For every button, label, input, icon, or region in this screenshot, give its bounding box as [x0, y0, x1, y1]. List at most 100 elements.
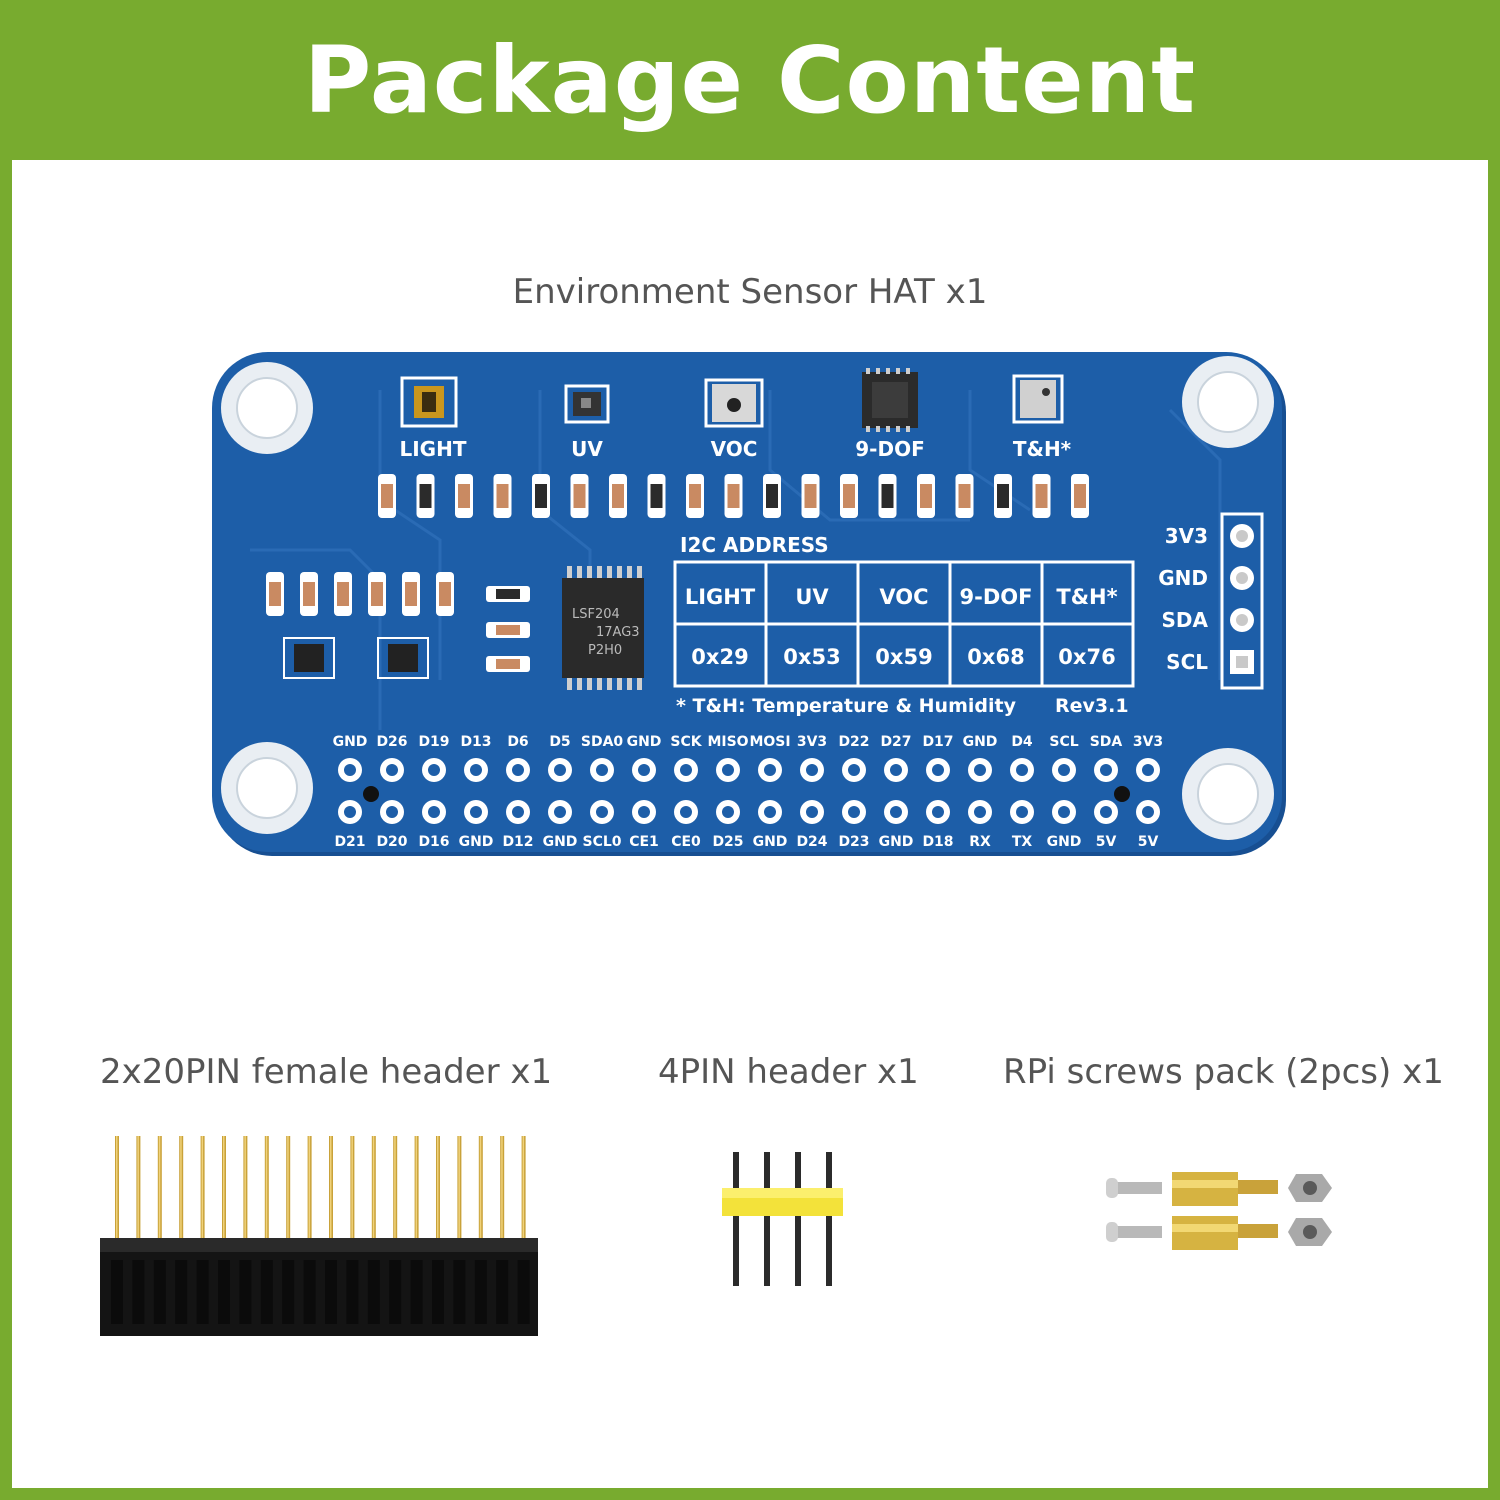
gpio-pin-label-bottom: CE1 — [629, 834, 659, 850]
i2c-header-9dof: 9-DOF — [960, 585, 1033, 609]
gpio-pin-label-top: SDA0 — [581, 734, 624, 750]
uv-sensor-chip — [564, 384, 610, 424]
sensor-label-uv: UV — [571, 437, 603, 461]
gpio-pin-label-bottom: CE0 — [671, 834, 701, 850]
gpio-pin-label-bottom: GND — [753, 834, 788, 850]
gpio-pin-label-bottom: 5V — [1096, 834, 1117, 850]
title-banner: Package Content — [0, 0, 1500, 160]
chip-text-line3: P2H0 — [588, 643, 622, 658]
gpio-pin-label-top: GND — [333, 734, 368, 750]
item-caption-sensor-hat: Environment Sensor HAT x1 — [512, 272, 988, 312]
th-sensor-chip — [1012, 374, 1064, 424]
gpio-pin-label-top: D17 — [922, 734, 953, 750]
screw-2 — [1106, 1222, 1162, 1242]
i2c-address-th: 0x76 — [1058, 645, 1115, 669]
small-resistors — [486, 586, 530, 672]
gpio-pin-label-bottom: RX — [969, 834, 991, 850]
resistor-row — [378, 474, 1089, 518]
gpio-pin-label-bottom: 5V — [1138, 834, 1159, 850]
gpio-pin-label-bottom: D18 — [922, 834, 953, 850]
i2c-address-uv: 0x53 — [783, 645, 840, 669]
gpio-header-holes — [338, 758, 1160, 824]
gpio-pin-label-top: MISO — [707, 734, 748, 750]
gpio-pin-label-bottom: GND — [543, 834, 578, 850]
gpio-pin-label-top: SCK — [670, 734, 702, 750]
mounting-holes — [221, 356, 1274, 840]
board-revision: Rev3.1 — [1055, 695, 1129, 717]
voc-sensor-chip — [704, 378, 764, 428]
i2c-address-table: LIGHT UV VOC 9-DOF T&H* 0x29 0x53 0x59 0… — [673, 560, 1135, 688]
gpio-pin-label-top: D4 — [1011, 734, 1033, 750]
gpio-pin-label-top: D19 — [418, 734, 449, 750]
left-resistor-bank — [266, 572, 454, 616]
gpio-pin-label-top: 3V3 — [797, 734, 827, 750]
side-pin-connector — [1220, 512, 1264, 690]
i2c-address-9dof: 0x68 — [967, 645, 1024, 669]
gpio-pin-label-bottom: GND — [1047, 834, 1082, 850]
gpio-pin-label-top: 3V3 — [1133, 734, 1163, 750]
i2c-header-voc: VOC — [879, 585, 928, 609]
gpio-pin-label-bottom: TX — [1012, 834, 1033, 850]
gpio-pin-label-top: D27 — [880, 734, 911, 750]
i2c-address-title: I2C ADDRESS — [680, 533, 829, 557]
standoff-2 — [1172, 1216, 1278, 1250]
gpio-pin-label-bottom: D25 — [712, 834, 743, 850]
sensor-label-voc: VOC — [711, 437, 758, 461]
side-pin-label-3v3: 3V3 — [1165, 524, 1208, 548]
item-caption-screws-pack: RPi screws pack (2pcs) x1 — [1003, 1052, 1444, 1092]
gpio-pin-label-bottom: D23 — [838, 834, 869, 850]
gpio-pin-label-bottom: D21 — [334, 834, 365, 850]
gpio-pin-label-bottom: D12 — [502, 834, 533, 850]
gpio-pin-label-top: D6 — [507, 734, 528, 750]
gpio-pin-label-bottom: D24 — [796, 834, 827, 850]
gpio-pin-label-bottom: D16 — [418, 834, 449, 850]
i2c-header-uv: UV — [795, 585, 829, 609]
gpio-pin-label-top: MOSI — [749, 734, 790, 750]
9dof-sensor-chip — [862, 368, 918, 432]
chip-text-line1: LSF204 — [572, 607, 620, 622]
gpio-pin-label-bottom: D20 — [376, 834, 407, 850]
gpio-pin-label-top: SDA — [1090, 734, 1123, 750]
gpio-pin-label-top: D13 — [460, 734, 491, 750]
sensor-label-9dof: 9-DOF — [855, 437, 924, 461]
gpio-pin-label-top: D22 — [838, 734, 869, 750]
gpio-pin-label-top: GND — [627, 734, 662, 750]
screw-1 — [1106, 1178, 1162, 1198]
gpio-pin-label-top: GND — [963, 734, 998, 750]
screws-pack — [1106, 1172, 1332, 1250]
gpio-pin-label-bottom: GND — [879, 834, 914, 850]
chip-text-line2: 17AG3 — [596, 625, 640, 640]
light-sensor-chip — [400, 376, 458, 428]
side-pin-label-gnd: GND — [1158, 566, 1208, 590]
female-header-2x20 — [100, 1136, 538, 1336]
i2c-header-th: T&H* — [1056, 585, 1117, 609]
alignment-dot-right — [1114, 786, 1130, 802]
i2c-header-light: LIGHT — [685, 585, 756, 609]
gpio-pin-label-bottom: SCL0 — [582, 834, 621, 850]
gpio-pin-label-top: SCL — [1049, 734, 1078, 750]
sensor-label-th: T&H* — [1013, 437, 1072, 461]
i2c-address-voc: 0x59 — [875, 645, 932, 669]
side-pin-label-scl: SCL — [1166, 650, 1208, 674]
standoff-1 — [1172, 1172, 1278, 1206]
side-pin-label-sda: SDA — [1162, 608, 1209, 632]
gpio-pin-label-top: D5 — [549, 734, 570, 750]
sensor-label-light: LIGHT — [400, 437, 467, 461]
gpio-pin-label-bottom: GND — [459, 834, 494, 850]
sensor-hat-board: LIGHT UV VOC 9-DOF T&H* LSF204 17AG3 P2H… — [212, 352, 1286, 856]
i2c-address-light: 0x29 — [691, 645, 748, 669]
transistor-1 — [283, 637, 335, 679]
transistor-2 — [377, 637, 429, 679]
item-caption-female-header: 2x20PIN female header x1 — [100, 1052, 553, 1092]
gpio-pin-label-top: D26 — [376, 734, 407, 750]
alignment-dot-left — [363, 786, 379, 802]
item-caption-4pin-header: 4PIN header x1 — [658, 1052, 919, 1092]
nut-2 — [1288, 1218, 1332, 1246]
page-title: Package Content — [303, 26, 1197, 134]
level-shifter-chip: LSF204 17AG3 P2H0 — [562, 566, 644, 690]
nut-1 — [1288, 1174, 1332, 1202]
pin-header-4pin — [722, 1152, 843, 1286]
board-footnote: * T&H: Temperature & Humidity — [676, 695, 1017, 717]
